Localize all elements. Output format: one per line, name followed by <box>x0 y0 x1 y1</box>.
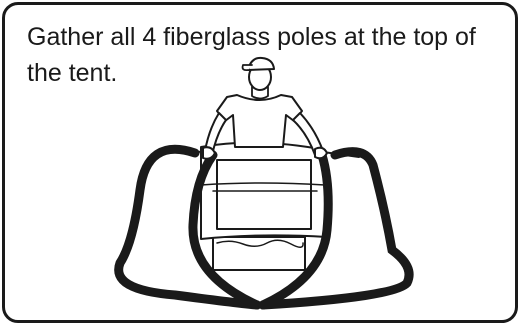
person-figure <box>205 58 323 155</box>
person-left-hand <box>203 147 215 159</box>
tent-fabric <box>201 143 327 239</box>
person-right-hand <box>315 148 327 159</box>
person-cap <box>248 58 274 70</box>
person-torso <box>217 95 302 147</box>
tent-setup-illustration <box>5 5 515 320</box>
